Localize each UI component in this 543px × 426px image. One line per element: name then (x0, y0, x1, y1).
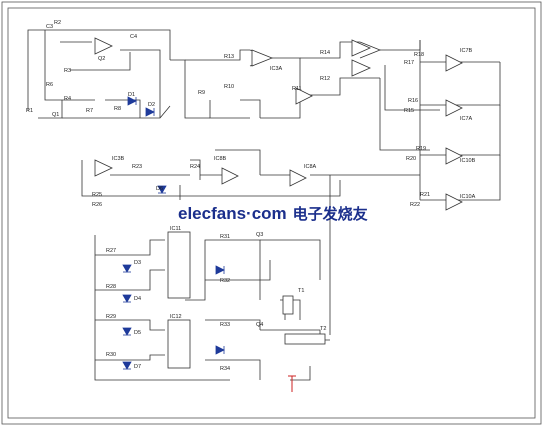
opamp-out-4 (445, 193, 463, 211)
label-r11: R11 (292, 86, 302, 92)
label-r1: R1 (26, 108, 33, 114)
wiring (27, 29, 501, 381)
label-r24: R24 (190, 164, 200, 170)
label-ic10b: IC10B (460, 158, 476, 164)
label-r16: R16 (408, 98, 418, 104)
label-r2: R2 (54, 20, 61, 26)
label-d7: D7 (134, 364, 141, 370)
label-d6: D6 (156, 186, 163, 192)
label-r31: R31 (220, 234, 230, 240)
ground-marker (288, 375, 296, 392)
label-ic8b: IC8B (214, 156, 227, 162)
label-r30: R30 (106, 352, 116, 358)
label-q3: Q3 (256, 232, 263, 238)
opamp-out-2 (445, 99, 463, 117)
label-r15: R15 (404, 108, 414, 114)
label-q1: Q1 (52, 112, 59, 118)
label-r29: R29 (106, 314, 116, 320)
diodes (122, 96, 225, 370)
label-r34: R34 (220, 366, 230, 372)
label-d3: D3 (134, 260, 141, 266)
label-d4: D4 (134, 296, 141, 302)
label-r17: R17 (404, 60, 414, 66)
label-r23: R23 (132, 164, 142, 170)
watermark-brand: elecfans (178, 204, 247, 223)
label-r33: R33 (220, 322, 230, 328)
label-d5: D5 (134, 330, 141, 336)
label-r7: R7 (86, 108, 93, 114)
label-q4: Q4 (256, 322, 263, 328)
label-r25: R25 (92, 192, 102, 198)
op-amps (94, 37, 463, 211)
label-ic8a: IC8A (304, 164, 317, 170)
opamp-ic7a-buffer (351, 59, 371, 77)
ic-packages (167, 231, 326, 369)
label-r6: R6 (46, 82, 53, 88)
ic12-body (167, 319, 191, 369)
component-labels: R1 R2 C3 C4 R3 R4 R6 R7 R8 Q1 Q2 D1 D2 R… (26, 20, 476, 372)
label-r14: R14 (320, 50, 330, 56)
elecfans-watermark: elecfans·com 电子发烧友 (178, 203, 368, 224)
label-r26: R26 (92, 202, 102, 208)
watermark-chinese: 电子发烧友 (292, 206, 368, 223)
opamp-mid-right (295, 87, 313, 105)
label-r27: R27 (106, 248, 116, 254)
label-ic12: IC12 (170, 314, 182, 320)
label-ic7a: IC7A (460, 116, 473, 122)
label-r9: R9 (198, 90, 205, 96)
label-r3: R3 (64, 68, 71, 74)
label-t2: T2 (320, 326, 326, 332)
label-ic10a: IC10A (460, 194, 476, 200)
label-r10: R10 (224, 84, 234, 90)
label-q2: Q2 (98, 56, 105, 62)
label-r19: R19 (416, 146, 426, 152)
ic11-body (167, 231, 191, 299)
label-r12: R12 (320, 76, 330, 82)
label-r4: R4 (64, 96, 71, 102)
label-r28: R28 (106, 284, 116, 290)
label-r22: R22 (410, 202, 420, 208)
opamp-out-1 (445, 54, 463, 72)
opamp-ic7b-buffer (351, 39, 371, 57)
label-c3: C3 (46, 24, 53, 30)
transformer-t2 (284, 333, 326, 345)
label-ic3a: IC3A (270, 66, 283, 72)
label-ic3b: IC3B (112, 156, 125, 162)
label-r8: R8 (114, 106, 121, 112)
label-c4: C4 (130, 34, 137, 40)
label-ic11: IC11 (170, 226, 181, 232)
label-ic7b: IC7B (460, 48, 473, 54)
watermark-dotcom: ·com (246, 204, 287, 223)
label-r18: R18 (414, 52, 424, 58)
opamp-out-3 (445, 147, 463, 165)
label-r21: R21 (420, 192, 430, 198)
label-r13: R13 (224, 54, 234, 60)
opamp-ic8b (221, 167, 239, 185)
label-r32: R32 (220, 278, 230, 284)
label-d2: D2 (148, 102, 155, 108)
opamp-top-left (94, 37, 113, 55)
label-r20: R20 (406, 156, 416, 162)
opamp-ic8a (289, 169, 307, 187)
transformer-t1 (282, 295, 294, 315)
label-d1: D1 (128, 92, 135, 98)
opamp-mid-top (251, 49, 274, 67)
opamp-ic3b (94, 159, 113, 177)
label-t1: T1 (298, 288, 304, 294)
